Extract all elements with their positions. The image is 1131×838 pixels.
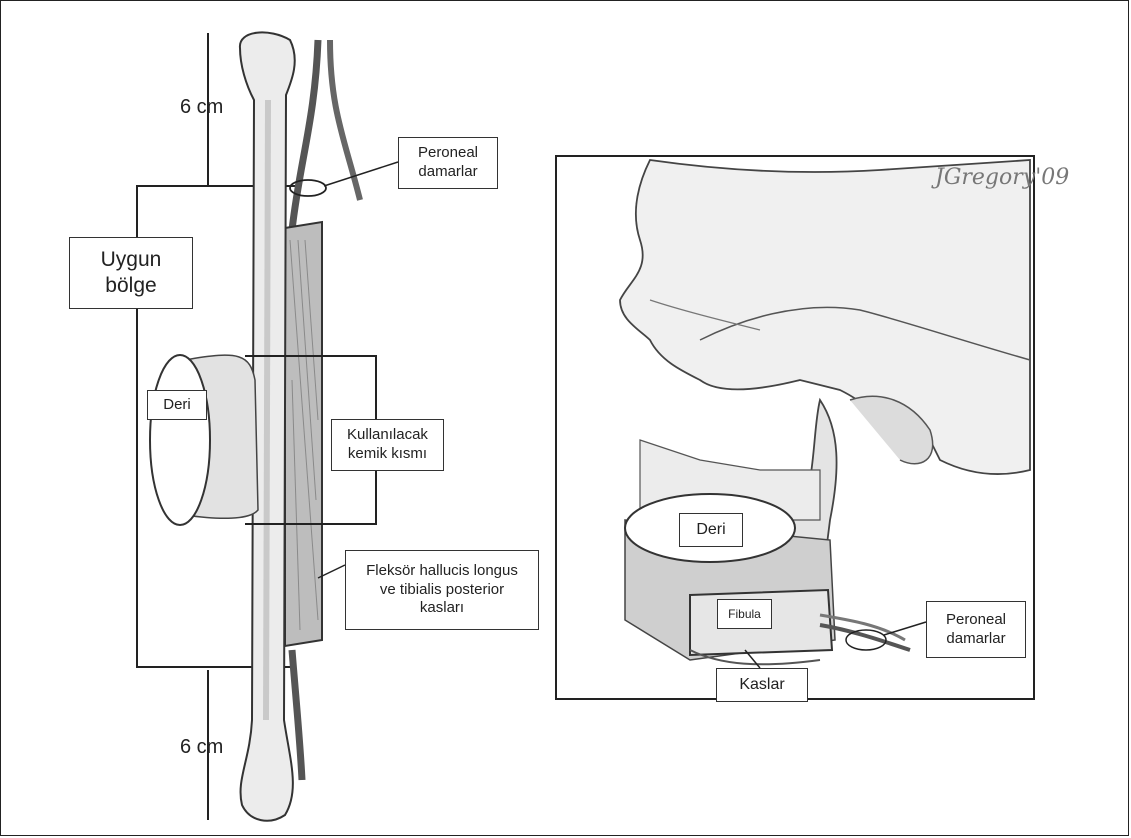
fibula-label: Fibula <box>717 599 772 629</box>
bottom-measure-label: 6 cm <box>180 736 223 759</box>
muscles-label-right: Kaslar <box>716 668 808 702</box>
vessels-label-left: Peroneal damarlar <box>398 137 498 189</box>
skin-label-left: Deri <box>147 390 207 420</box>
bone-part-label: Kullanılacak kemik kısmı <box>331 419 444 471</box>
vessel-top <box>292 40 318 230</box>
vessels-label-right: Peroneal damarlar <box>926 601 1026 658</box>
top-measure-label: 6 cm <box>180 96 223 119</box>
muscles-label-left: Fleksör hallucis longus ve tibialis post… <box>345 550 539 630</box>
skin-label-right: Deri <box>679 513 743 547</box>
vessel-bottom <box>292 650 302 780</box>
skin-paddle <box>150 355 210 525</box>
artist-signature: JGregory'09 <box>935 165 1069 190</box>
zone-label: Uygun bölge <box>69 237 193 309</box>
muscle-strip <box>285 222 322 646</box>
